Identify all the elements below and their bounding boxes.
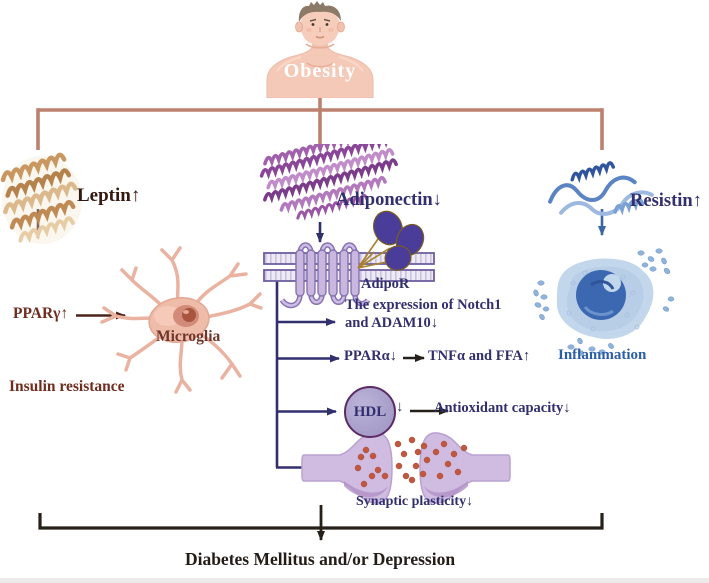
resistin-protein-illustration [548,161,654,216]
ppar-gamma-label: PPARγ↑ [13,305,69,322]
granules [533,248,675,356]
adiponectin-ligand [357,210,425,271]
hdl-label: HDL [353,403,387,420]
neurotransmitter-dots [354,436,468,488]
antioxidant-label: Antioxidant capacity↓ [434,400,571,416]
ear-left [295,21,303,33]
notch-line1: The expression of Notch1 [345,297,502,313]
leptin-protein-illustration [0,152,82,244]
hdl-circle: HDL [344,386,396,438]
microglia-label: Microglia [156,328,221,345]
hdl-down-arrow-text: ↓ [396,399,404,415]
leptin-label: Leptin↑ [77,185,141,206]
obesity-label: Obesity [283,60,357,82]
notch-line2: and ADAM10↓ [345,315,439,331]
receptor-helices [295,249,360,297]
adiponectin-protein-illustration [259,144,398,221]
tnf-ffa-label: TNFα and FFA↑ [428,348,531,364]
figure-bottom-edge [0,578,709,583]
synaptic-plasticity-label: Synaptic plasticity↓ [356,494,474,509]
ear-right [337,21,345,33]
outcome-label: Diabetes Mellitus and/or Depression [184,549,456,569]
microglia-branches [100,246,263,394]
synapse-illustration [301,432,511,504]
cell-membrane [263,252,435,282]
microglia-illustration [100,246,263,394]
ppar-alpha-label: PPARα↓ [344,348,397,364]
obesity-branch-tree [36,87,604,150]
inflammation-label: Inflammation [558,347,647,363]
adiponectin-label: Adiponectin↓ [336,190,442,210]
inflammation-cell-illustration [533,248,675,356]
adipor-label: AdipoR [361,276,410,292]
postsynaptic-terminal [419,432,511,504]
adipor-receptor-illustration [263,210,435,309]
resistin-label: Resistin↑ [630,191,702,211]
hair [298,1,341,22]
insulin-resistance-label: Insulin resistance [9,378,125,395]
notch-adam-text: The expression of Notch1 and ADAM10↓ [345,296,501,332]
obese-person-illustration [266,1,374,98]
